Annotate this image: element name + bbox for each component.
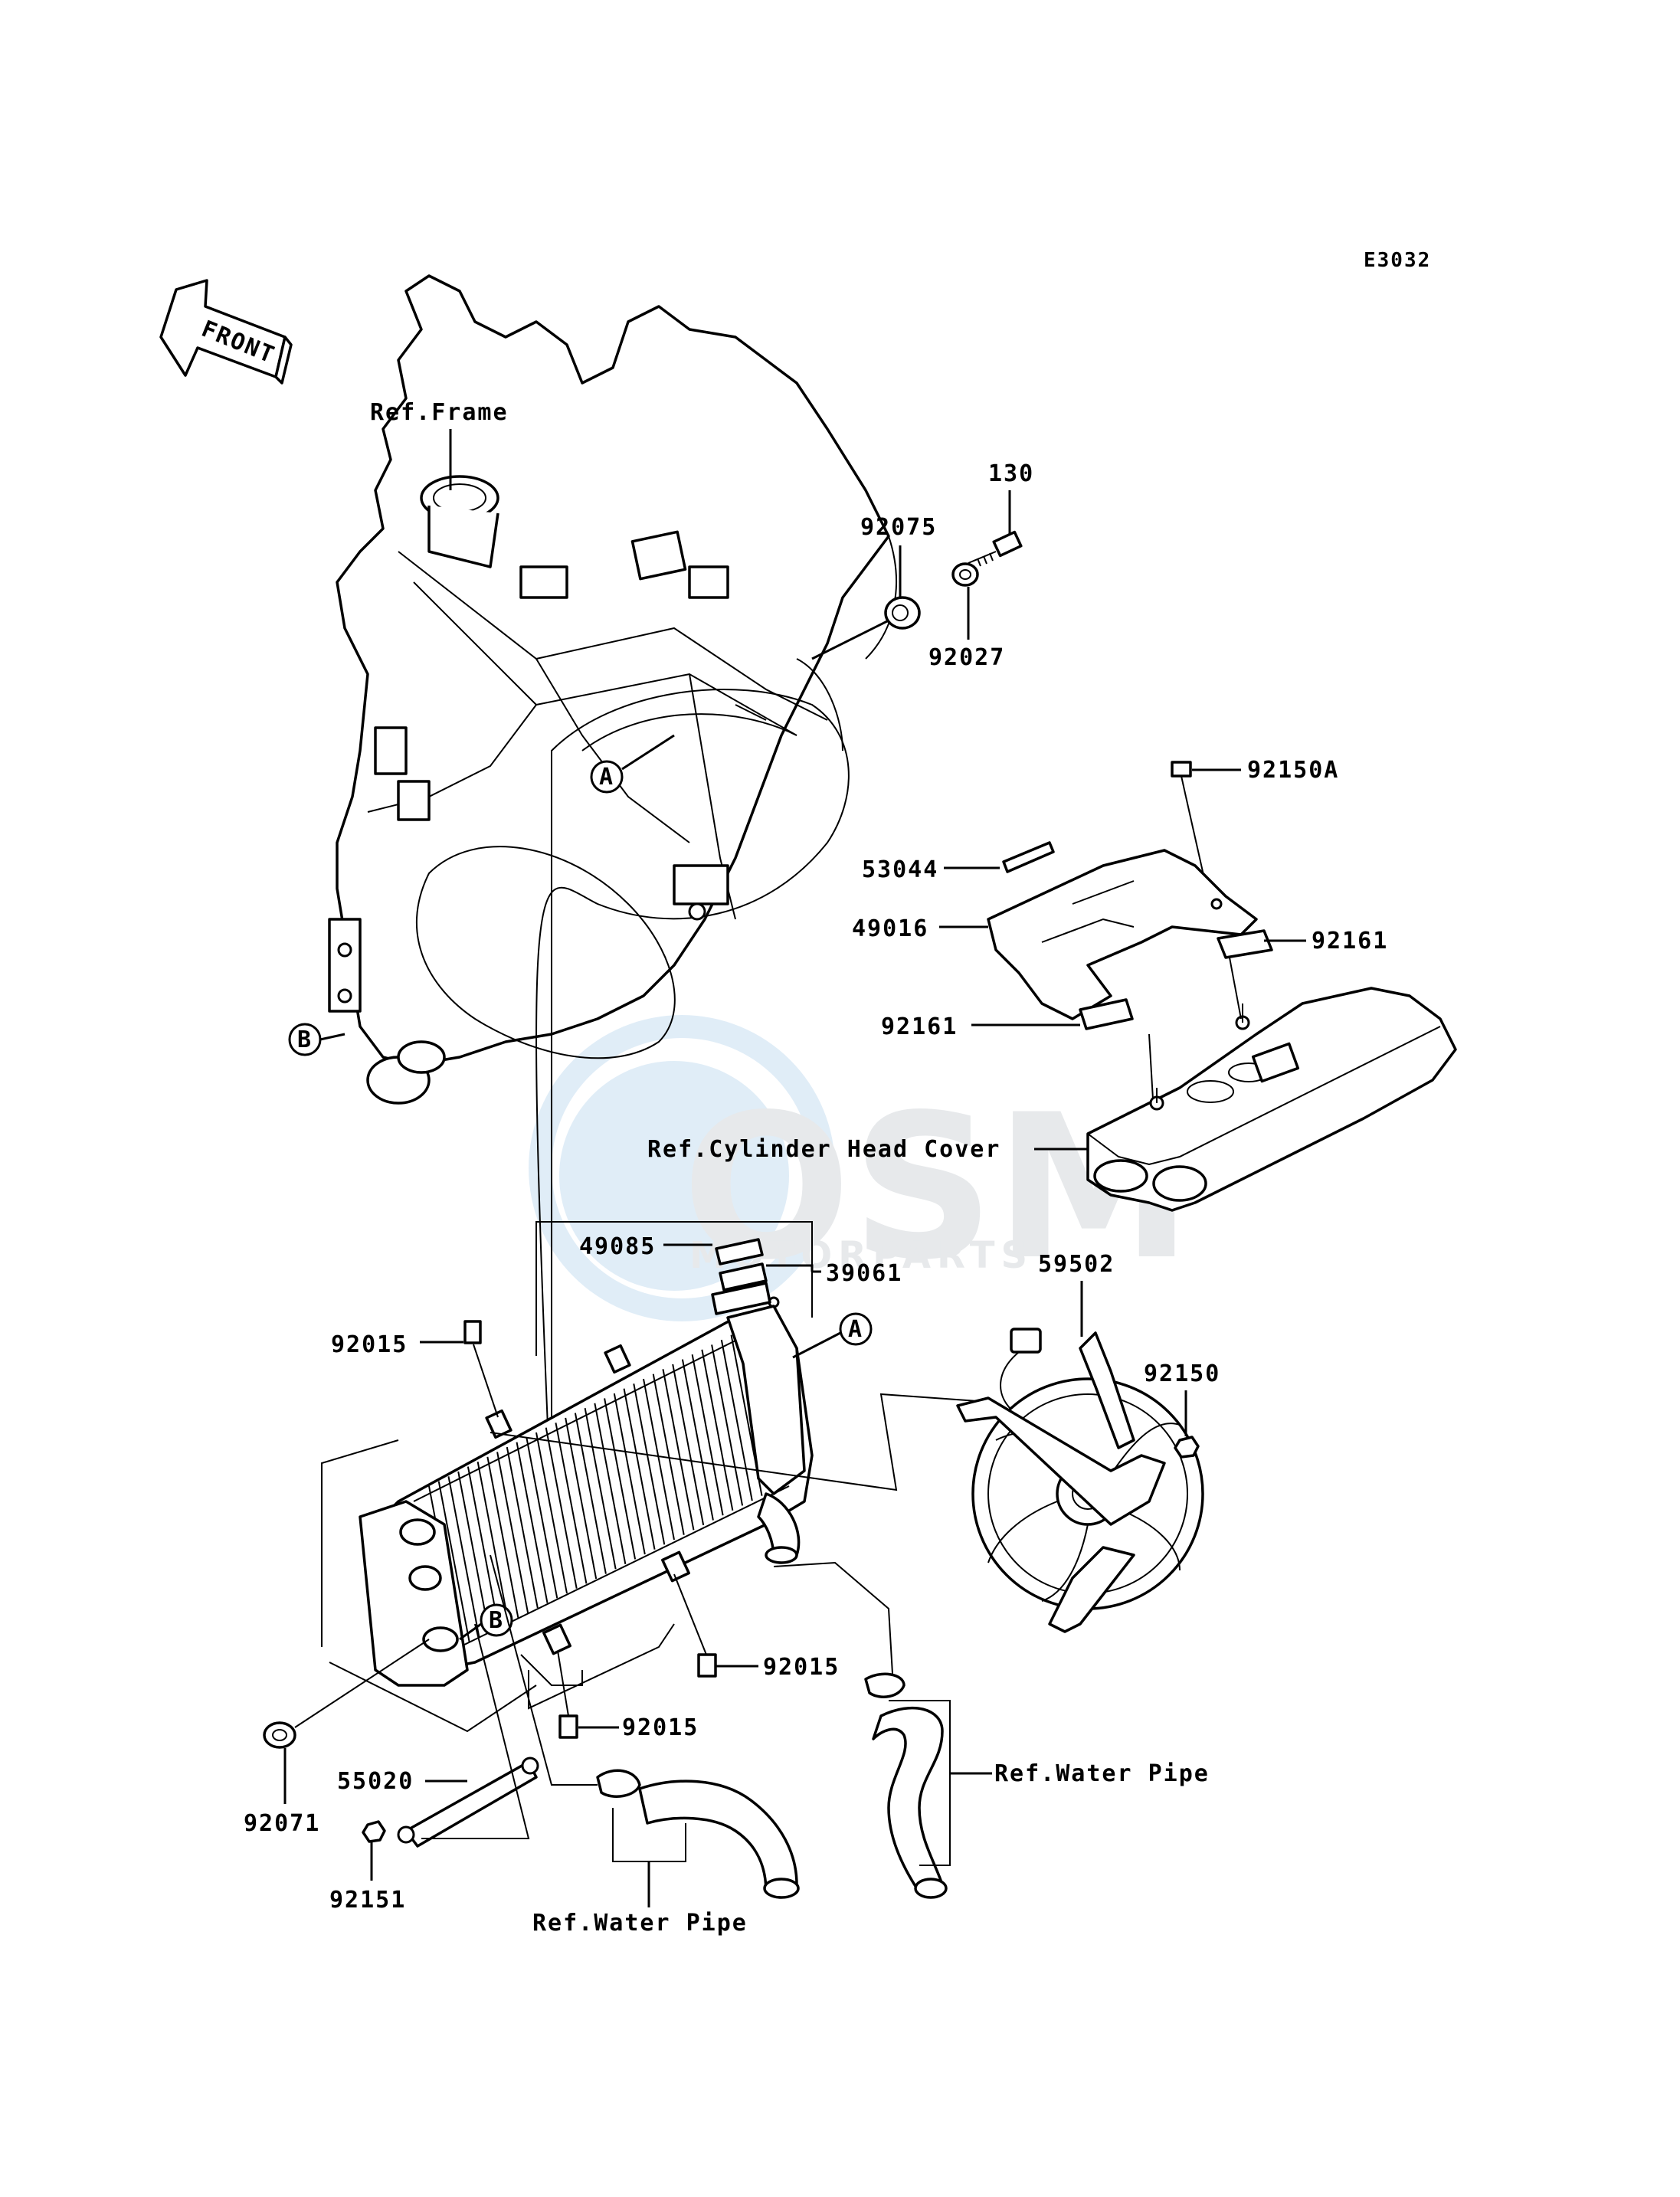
ref-water-pipe-bottom-label: Ref.Water Pipe xyxy=(532,1910,748,1937)
clip-92015-mid xyxy=(697,1653,717,1678)
pad-92161-left xyxy=(1079,998,1134,1030)
radiator-fin xyxy=(584,1407,617,1570)
radiator-fin xyxy=(506,1446,539,1609)
marker-a-radiator: A xyxy=(792,1312,873,1359)
clip-92015-top xyxy=(463,1320,482,1344)
water-pipe-right xyxy=(864,1672,948,1899)
radiator-fin xyxy=(486,1456,519,1619)
radiator-fin xyxy=(496,1452,529,1613)
part-92075-label: 92075 xyxy=(860,514,937,541)
front-arrow-icon: FRONT xyxy=(159,279,293,385)
pad-53044 xyxy=(1002,841,1055,873)
svg-text:B: B xyxy=(489,1607,504,1634)
radiator xyxy=(359,1305,814,1687)
watermark: OSM MOTORPARTS xyxy=(529,1015,1193,1321)
grommet-92075 xyxy=(884,596,921,630)
part-92150-label: 92150 xyxy=(1144,1360,1220,1387)
svg-text:A: A xyxy=(599,764,614,791)
bolt-92151 xyxy=(362,1820,386,1843)
cylinder-head-cover xyxy=(1086,957,1457,1212)
radiator-fin xyxy=(701,1349,734,1511)
radiator-fin xyxy=(643,1378,675,1541)
radiator-fin xyxy=(467,1466,499,1628)
water-pipe-bottom xyxy=(596,1769,800,1899)
radiator-fin xyxy=(526,1437,558,1599)
part-53044-label: 53044 xyxy=(862,856,938,883)
pad-92161-right xyxy=(1217,929,1273,959)
radiator-fin xyxy=(662,1369,695,1531)
radiator-fin xyxy=(691,1354,724,1516)
part-130-label: 130 xyxy=(988,460,1034,487)
radiator-fin xyxy=(681,1359,714,1521)
svg-text:B: B xyxy=(297,1026,313,1053)
marker-a-frame: A xyxy=(590,734,675,794)
radiator-fin xyxy=(516,1442,549,1603)
radiator-fin xyxy=(613,1393,646,1555)
cooling-fan-59502 xyxy=(956,1328,1204,1633)
cap-49085 xyxy=(715,1238,764,1265)
part-92161-right-label: 92161 xyxy=(1312,928,1388,954)
part-92071-label: 92071 xyxy=(244,1810,320,1837)
bolt-130 xyxy=(968,530,1023,567)
radiator-fin xyxy=(437,1481,470,1642)
diagram-code: E3032 xyxy=(1364,249,1431,272)
frame-illustration xyxy=(328,274,897,1518)
radiator-fin xyxy=(457,1471,490,1633)
radiator-fin xyxy=(604,1398,637,1560)
radiator-fin xyxy=(623,1388,656,1550)
radiator-fin xyxy=(711,1344,744,1506)
svg-text:A: A xyxy=(848,1316,863,1343)
ref-water-pipe-right-label: Ref.Water Pipe xyxy=(994,1760,1210,1787)
radiator-fin xyxy=(720,1339,753,1501)
part-92151-label: 92151 xyxy=(329,1887,406,1914)
part-49085-label: 49085 xyxy=(579,1233,656,1260)
part-92161-left-label: 92161 xyxy=(881,1013,958,1040)
part-92027-label: 92027 xyxy=(928,644,1005,671)
part-92015-top-label: 92015 xyxy=(331,1331,408,1358)
radiator-fin xyxy=(574,1413,607,1574)
grommet-92071 xyxy=(263,1721,296,1749)
radiator-fin xyxy=(565,1417,598,1580)
clip-92015-low xyxy=(558,1714,578,1739)
radiator-fin xyxy=(652,1374,685,1535)
part-92015-low-label: 92015 xyxy=(622,1714,699,1741)
radiator-fin xyxy=(672,1364,705,1526)
insulator-49016 xyxy=(987,849,1258,1020)
part-39061-label: 39061 xyxy=(826,1260,902,1287)
radiator-fin xyxy=(447,1476,480,1638)
marker-b-frame: B xyxy=(288,1023,345,1056)
radiator-fin xyxy=(633,1383,666,1545)
ref-frame-label: Ref.Frame xyxy=(370,399,509,426)
part-59502-label: 59502 xyxy=(1038,1251,1115,1278)
radiator-fin xyxy=(594,1403,627,1565)
bolt-92150A xyxy=(1171,761,1192,797)
part-49016-label: 49016 xyxy=(852,915,928,942)
radiator-fin xyxy=(555,1423,588,1584)
collar-92027 xyxy=(951,562,979,587)
ref-cylinder-head-cover-label: Ref.Cylinder Head Cover xyxy=(647,1136,1000,1163)
radiator-fin xyxy=(545,1427,578,1589)
bolt-92150 xyxy=(1174,1436,1200,1459)
part-55020-label: 55020 xyxy=(337,1768,414,1795)
part-92015-mid-label: 92015 xyxy=(763,1654,840,1681)
part-92150A-label: 92150A xyxy=(1247,757,1339,784)
radiator-fin xyxy=(535,1432,568,1594)
bracket-55020 xyxy=(397,1757,539,1848)
radiator-fin xyxy=(476,1461,509,1623)
filler-39061 xyxy=(711,1262,780,1315)
marker-b-radiator: B xyxy=(459,1603,513,1641)
